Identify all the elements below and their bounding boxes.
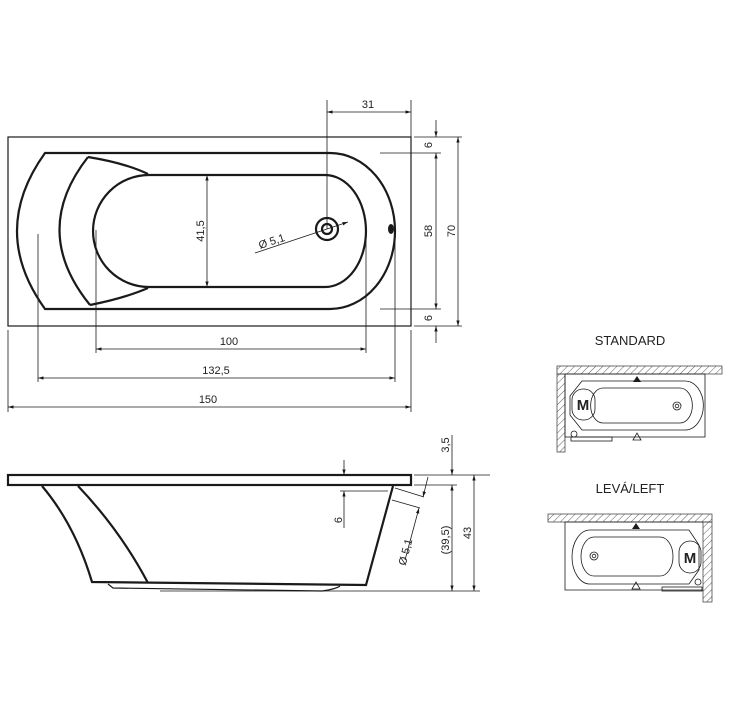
headrest-curve xyxy=(58,156,91,306)
top-view: 31 41,5 Ø 5,1 6 58 70 6 100 132,5 150 xyxy=(7,99,462,412)
triangle-filled-icon xyxy=(632,523,640,529)
side-extension-lines xyxy=(160,474,490,592)
wall-hatch xyxy=(556,365,723,375)
tub-inner-rim xyxy=(15,151,397,311)
inset-left: LEVÁ/LEFT M xyxy=(547,481,713,603)
tub-rim xyxy=(569,380,704,431)
dim-overflow-diameter: Ø 5,1 xyxy=(397,538,416,567)
triangle-outline-icon xyxy=(632,432,642,441)
motor-box xyxy=(571,388,596,421)
overflow-icon xyxy=(388,224,394,234)
inset-title: STANDARD xyxy=(595,333,666,348)
tub-outer-outline xyxy=(7,136,412,327)
wall-hatch xyxy=(547,513,713,523)
dim-inner-depth: (39,5) xyxy=(440,526,452,555)
inset-title: LEVÁ/LEFT xyxy=(596,481,665,496)
side-view: 6 3,5 (39,5) 43 Ø 5,1 xyxy=(6,435,490,592)
inset-standard: STANDARD M xyxy=(556,333,723,453)
dim-overflow-depth: 6 xyxy=(333,517,345,523)
drain-icon xyxy=(589,551,599,561)
tub-rim-profile xyxy=(6,473,413,487)
valve-icon xyxy=(694,578,702,586)
dim-outer-length: 150 xyxy=(199,394,217,406)
dim-inner-length: 132,5 xyxy=(202,365,230,377)
tub-basin xyxy=(580,536,674,577)
triangle-filled-icon xyxy=(633,376,641,382)
motor-label: M xyxy=(684,550,697,567)
dim-rim-thickness: 3,5 xyxy=(440,437,452,452)
extension-lines xyxy=(7,100,462,412)
dim-rim-bottom: 6 xyxy=(423,315,435,321)
dim-overflow-offset: 31 xyxy=(362,99,374,111)
drain-inner xyxy=(674,403,680,409)
dimension-lines xyxy=(8,110,460,409)
tub-outline xyxy=(564,521,703,591)
tub-body-profile xyxy=(41,485,395,587)
basin-outline xyxy=(91,173,368,289)
dim-basin-width: 41,5 xyxy=(195,220,207,241)
dim-rim-top: 6 xyxy=(423,142,435,148)
motor-label: M xyxy=(577,397,590,414)
tub-basin xyxy=(590,387,693,424)
tub-rim xyxy=(571,529,700,585)
dim-total-height: 43 xyxy=(462,527,474,539)
valve-icon xyxy=(570,430,578,438)
panel-rect xyxy=(661,586,703,592)
wall-hatch xyxy=(702,521,713,603)
headrest-edges xyxy=(87,155,149,307)
drain-inner xyxy=(591,553,597,559)
triangle-outline-icon xyxy=(631,581,641,590)
dim-inner-width: 58 xyxy=(423,225,435,237)
dim-drain-diameter: Ø 5,1 xyxy=(257,232,286,252)
headrest-profile xyxy=(77,485,149,584)
dim-basin-length: 100 xyxy=(220,336,238,348)
panel-rect xyxy=(570,436,613,442)
dim-outer-width: 70 xyxy=(446,225,458,237)
wall-hatch xyxy=(556,373,566,453)
motor-box xyxy=(678,540,702,574)
side-dimension-lines xyxy=(342,435,476,591)
drain-icon xyxy=(672,401,682,411)
